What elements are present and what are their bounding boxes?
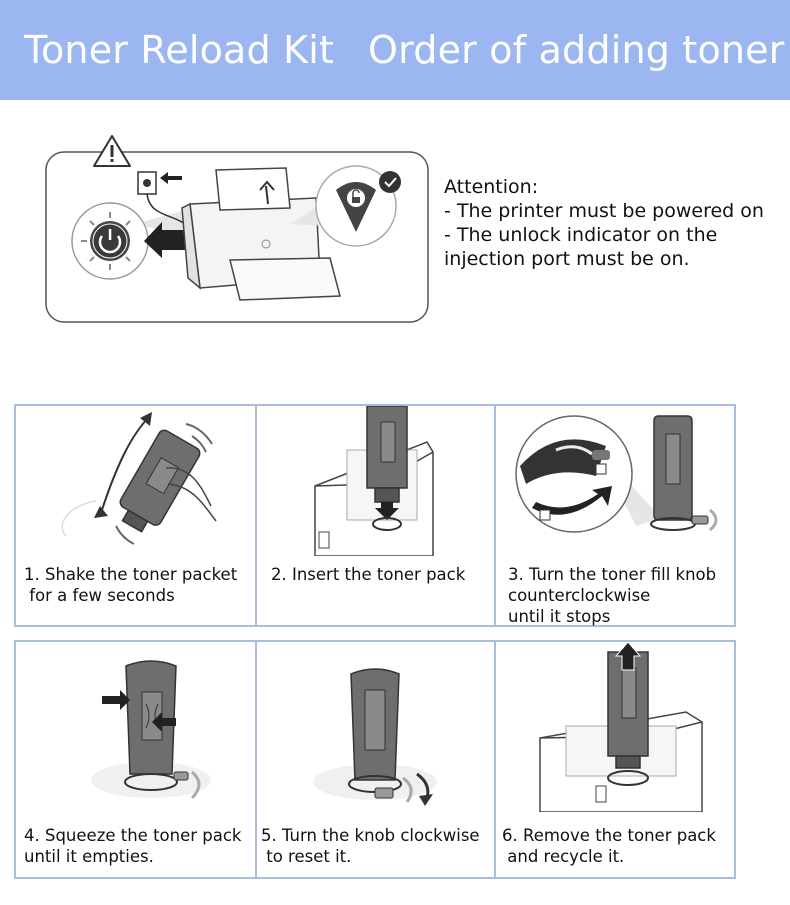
attention-line-2: - The unlock indicator on the — [444, 224, 718, 246]
steps-row-1: 1. Shake the toner packet for a few seco… — [14, 404, 736, 627]
step-6-caption-line-1: 6. Remove the toner pack — [502, 826, 716, 845]
remove-toner-illustration — [539, 642, 703, 812]
turn-knob-cw-illustration — [313, 668, 437, 806]
step-6-panel: 6. Remove the toner pack and recycle it. — [494, 640, 736, 879]
printer-attention-illustration — [40, 128, 432, 328]
attention-line-3: injection port must be on. — [444, 248, 690, 270]
step-5-caption-line-2: to reset it. — [261, 847, 352, 866]
step-3-caption-line-1: 3. Turn the toner fill knob — [508, 565, 717, 584]
step-4-panel: 4. Squeeze the toner pack until it empti… — [14, 640, 257, 879]
attention-line-1: - The printer must be powered on — [444, 200, 764, 222]
step-3-caption-line-2: counterclockwise — [508, 586, 651, 605]
banner-title-order: Order of adding toner — [368, 28, 785, 72]
step-4-caption-line-2: until it empties. — [24, 847, 154, 866]
shake-toner-illustration — [61, 412, 217, 545]
steps-row-2: 4. Squeeze the toner pack until it empti… — [14, 640, 736, 879]
step-3-panel: 3. Turn the toner fill knob counterclock… — [494, 404, 736, 627]
step-2-panel: 2. Insert the toner pack — [255, 404, 496, 627]
attention-note: Attention: - The printer must be powered… — [444, 175, 790, 271]
unlock-indicator-icon — [315, 165, 401, 247]
banner-title-kit: Toner Reload Kit — [24, 28, 335, 72]
turn-knob-ccw-illustration — [515, 415, 718, 533]
step-1-caption-line-2: for a few seconds — [24, 586, 175, 605]
step-4-caption-line-1: 4. Squeeze the toner pack — [24, 826, 242, 845]
step-1-caption-line-1: 1. Shake the toner packet — [24, 565, 238, 584]
insert-toner-illustration — [314, 406, 434, 556]
step-2-caption-line-1: 2. Insert the toner pack — [271, 565, 466, 584]
squeeze-toner-illustration — [91, 660, 211, 800]
power-button-icon — [71, 202, 149, 280]
step-3-caption-line-3: until it stops — [508, 607, 611, 626]
attention-heading: Attention: — [444, 176, 539, 198]
step-5-panel: 5. Turn the knob clockwise to reset it. — [255, 640, 496, 879]
step-5-caption-line-1: 5. Turn the knob clockwise — [261, 826, 480, 845]
step-6-caption-line-2: and recycle it. — [502, 847, 625, 866]
step-1-panel: 1. Shake the toner packet for a few seco… — [14, 404, 257, 627]
title-banner: Toner Reload Kit Order of adding toner — [0, 0, 790, 100]
warning-icon — [93, 135, 131, 167]
